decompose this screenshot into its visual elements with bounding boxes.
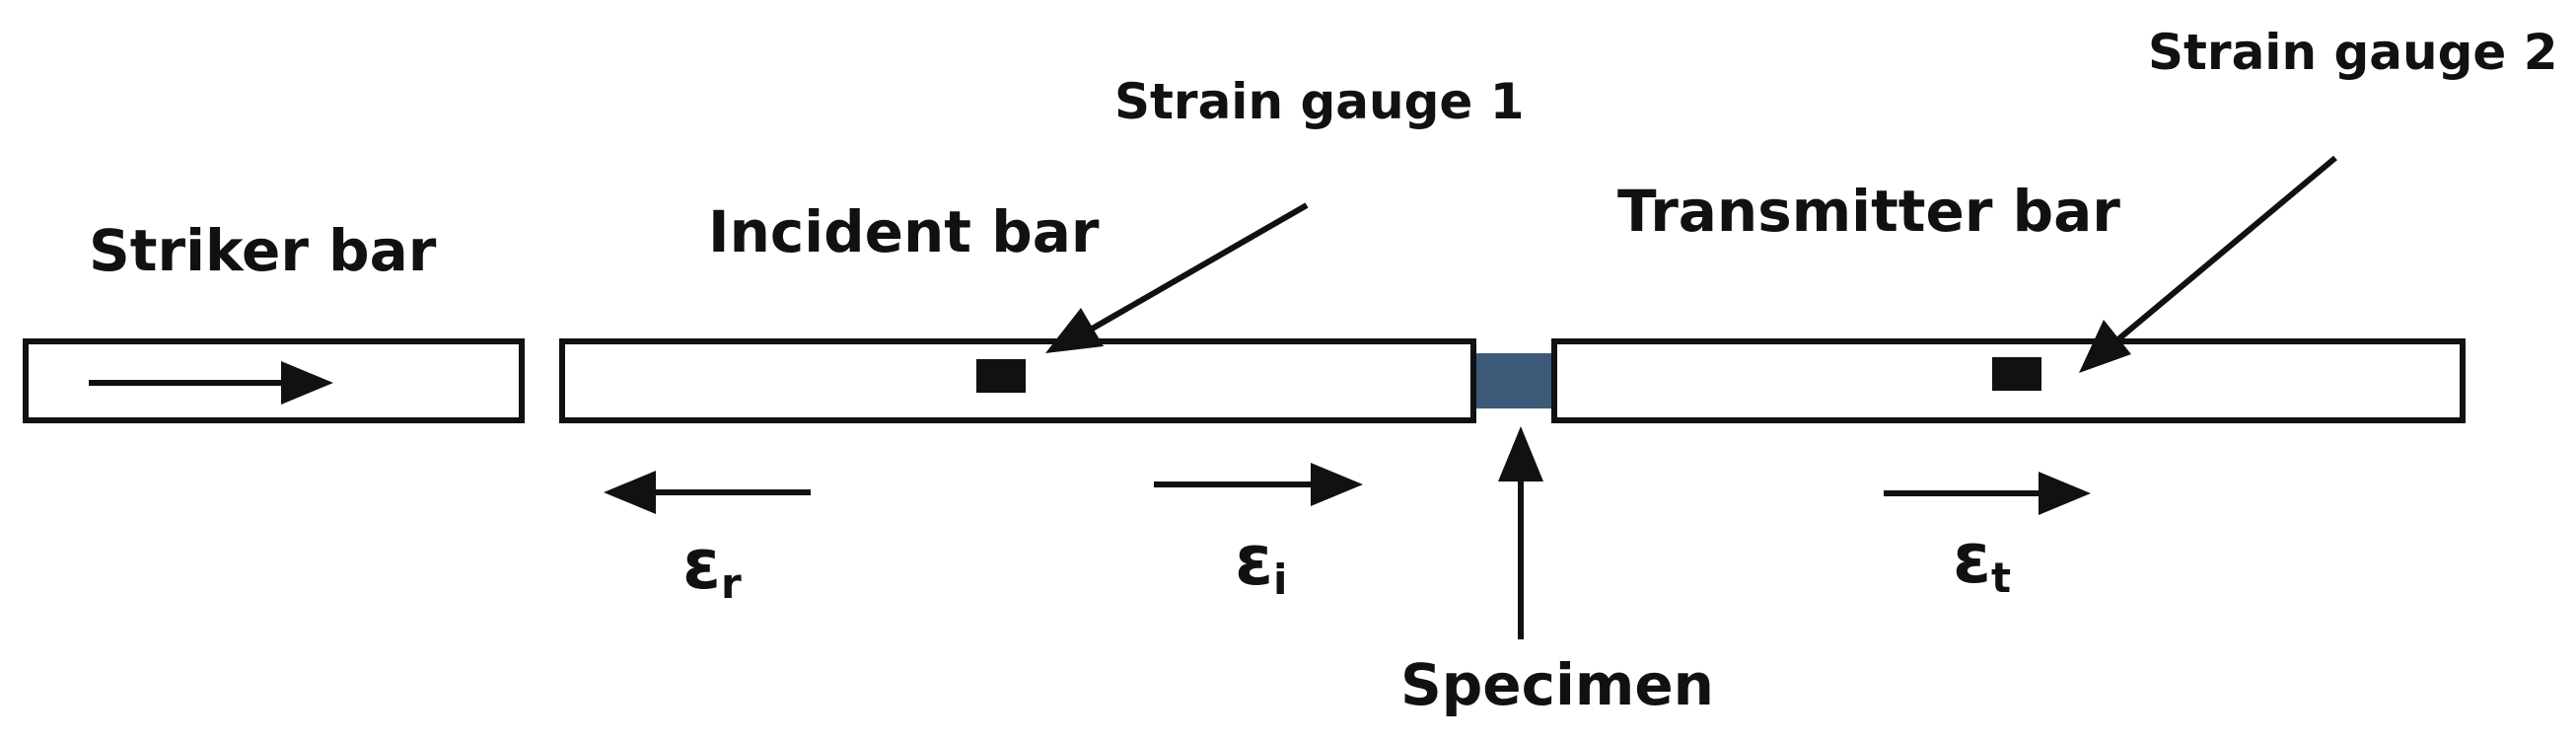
transmitter-bar-label: Transmitter bar bbox=[1617, 178, 2120, 245]
incident-bar-label: Incident bar bbox=[708, 198, 1100, 265]
strain-gauge-1-pointer-arrow bbox=[1045, 202, 1309, 353]
strain-gauge-2-marker bbox=[1992, 357, 2041, 391]
transmitted-wave-arrow bbox=[1884, 472, 2091, 515]
strain-gauge-1-marker bbox=[976, 359, 1026, 393]
striker-direction-arrow bbox=[89, 361, 333, 405]
reflected-strain-symbol: εr bbox=[682, 524, 742, 608]
transmitted-strain-symbol: εt bbox=[1953, 518, 2011, 602]
transmitted-strain-subscript: t bbox=[1991, 554, 2011, 602]
strain-gauge-2-pointer-arrow bbox=[2079, 155, 2337, 373]
incident-wave-arrow bbox=[1154, 463, 1363, 506]
incident-strain-subscript: i bbox=[1273, 556, 1287, 604]
transmitted-strain-epsilon: ε bbox=[1953, 518, 1991, 599]
specimen-pointer-arrow bbox=[1498, 426, 1543, 639]
incident-strain-epsilon: ε bbox=[1235, 520, 1273, 601]
reflected-strain-subscript: r bbox=[721, 559, 742, 608]
reflected-wave-arrow bbox=[604, 471, 811, 514]
specimen-label: Specimen bbox=[1400, 651, 1714, 718]
reflected-strain-epsilon: ε bbox=[682, 524, 721, 605]
specimen bbox=[1476, 353, 1551, 408]
striker-bar-label: Striker bar bbox=[89, 217, 437, 284]
incident-strain-symbol: εi bbox=[1235, 520, 1287, 604]
strain-gauge-1-label: Strain gauge 1 bbox=[1114, 73, 1524, 130]
strain-gauge-2-label: Strain gauge 2 bbox=[2148, 24, 2557, 81]
